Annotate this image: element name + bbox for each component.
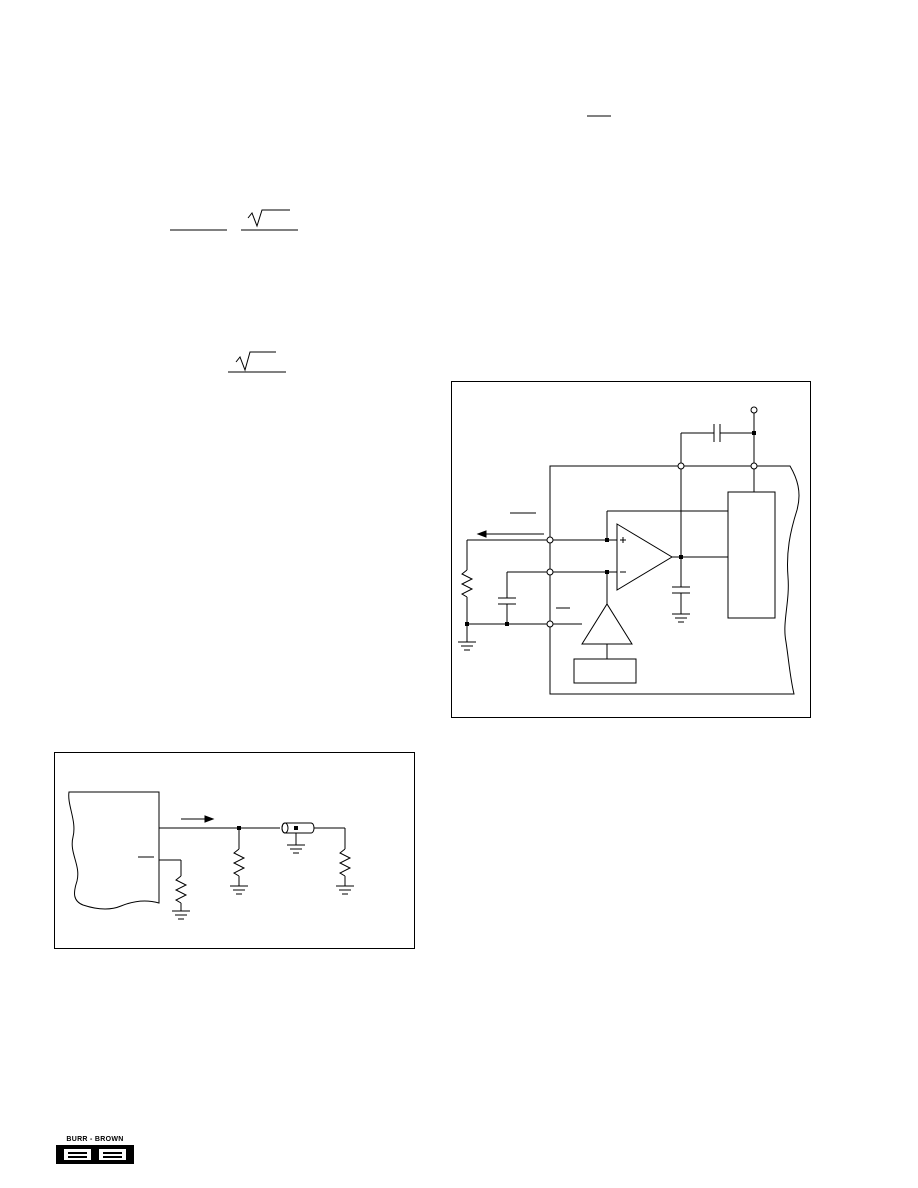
pin-circle (677, 462, 685, 470)
junction-dot (605, 570, 609, 574)
load-resistor (338, 848, 352, 877)
pin-circle (546, 568, 554, 576)
junction-dot (605, 538, 609, 542)
junction-dot (465, 622, 469, 626)
equation-fragments (170, 115, 611, 373)
junction-dot (294, 826, 298, 830)
equation-radical-2 (235, 351, 276, 372)
chip-outline (68, 791, 160, 910)
opamp-schematic (458, 406, 800, 695)
load-resistor (460, 569, 474, 598)
shunt-resistor (232, 848, 246, 877)
opamp-triangle (616, 523, 673, 591)
logo-monogram-mark (56, 1145, 134, 1164)
junction-dot (679, 555, 683, 559)
figure-opamp-circuit (451, 381, 811, 718)
supply-terminal (750, 406, 758, 414)
logo-wordmark: BURR - BROWN (66, 1136, 124, 1143)
chip-outline (549, 465, 800, 695)
ground-resistor (174, 875, 188, 904)
pin-circle (750, 462, 758, 470)
inner-block (727, 491, 776, 619)
output-schematic (68, 791, 354, 920)
pin-circle (546, 536, 554, 544)
junction-dot (237, 826, 241, 830)
junction-dot (752, 431, 756, 435)
company-logo: BURR - BROWN (56, 1136, 134, 1164)
pin-circle (546, 620, 554, 628)
figure-output-drive (54, 752, 415, 949)
equation-radical-1 (247, 209, 290, 228)
junction-dot (505, 622, 509, 626)
reference-block (573, 658, 637, 684)
buffer-triangle (581, 603, 633, 645)
